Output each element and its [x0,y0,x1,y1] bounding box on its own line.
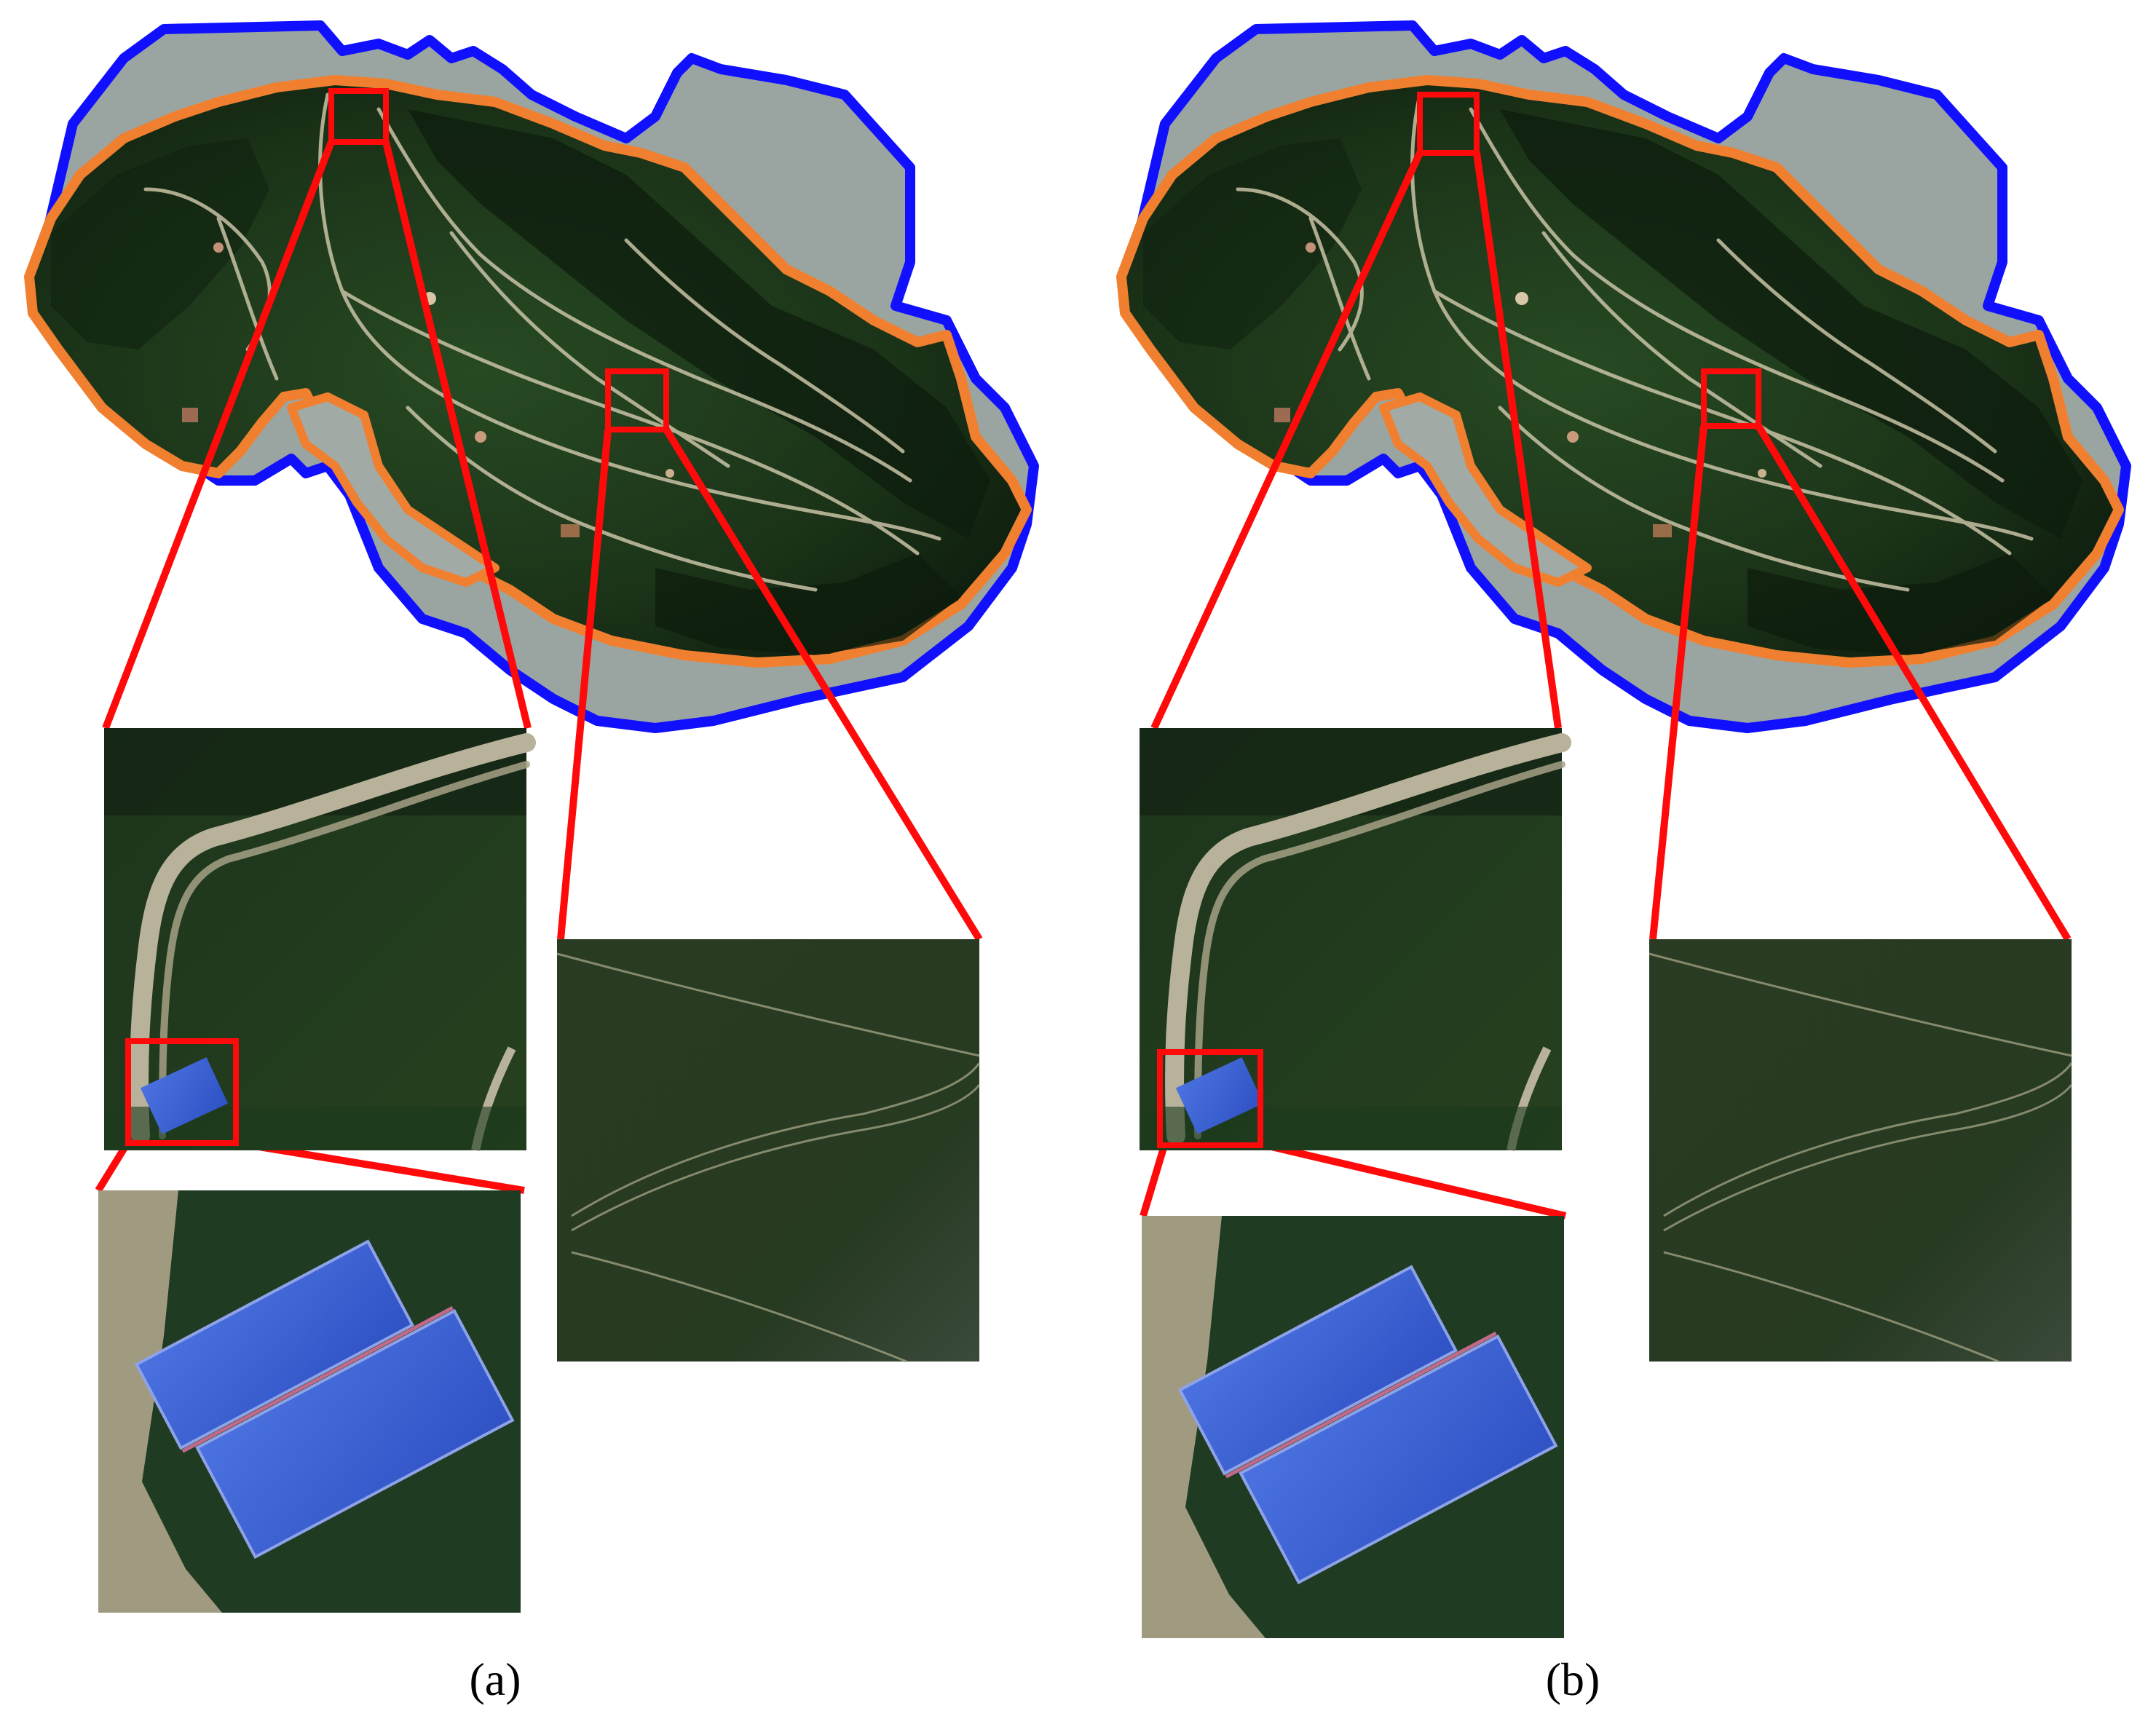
highlight-box-top [328,88,389,145]
zoom-connectors-b [1140,151,2072,1220]
zoom-connectors-a [95,141,983,1194]
zoom-detail-road-a [104,728,526,1150]
zoom-detail-greenhouse-b [1142,1216,1564,1638]
zoom-detail-greenhouse-a [98,1190,521,1613]
panel-b [1121,25,2126,1638]
panel-a [29,25,1034,1613]
highlight-box-greenhouse [125,1038,239,1146]
highlight-box-top [1417,92,1480,156]
overview-map-a [29,25,1034,728]
zoom-detail-tracks-a [556,938,981,1363]
highlight-box-greenhouse [1157,1049,1263,1148]
caption-a: (a) [469,1653,521,1705]
highlight-box-right [1701,368,1761,429]
overview-map-b [1121,25,2126,728]
zoom-detail-road-b [1140,728,1562,1150]
zoom-detail-tracks-b [1648,938,2073,1363]
highlight-box-right [605,368,669,432]
caption-b: (b) [1545,1653,1600,1705]
